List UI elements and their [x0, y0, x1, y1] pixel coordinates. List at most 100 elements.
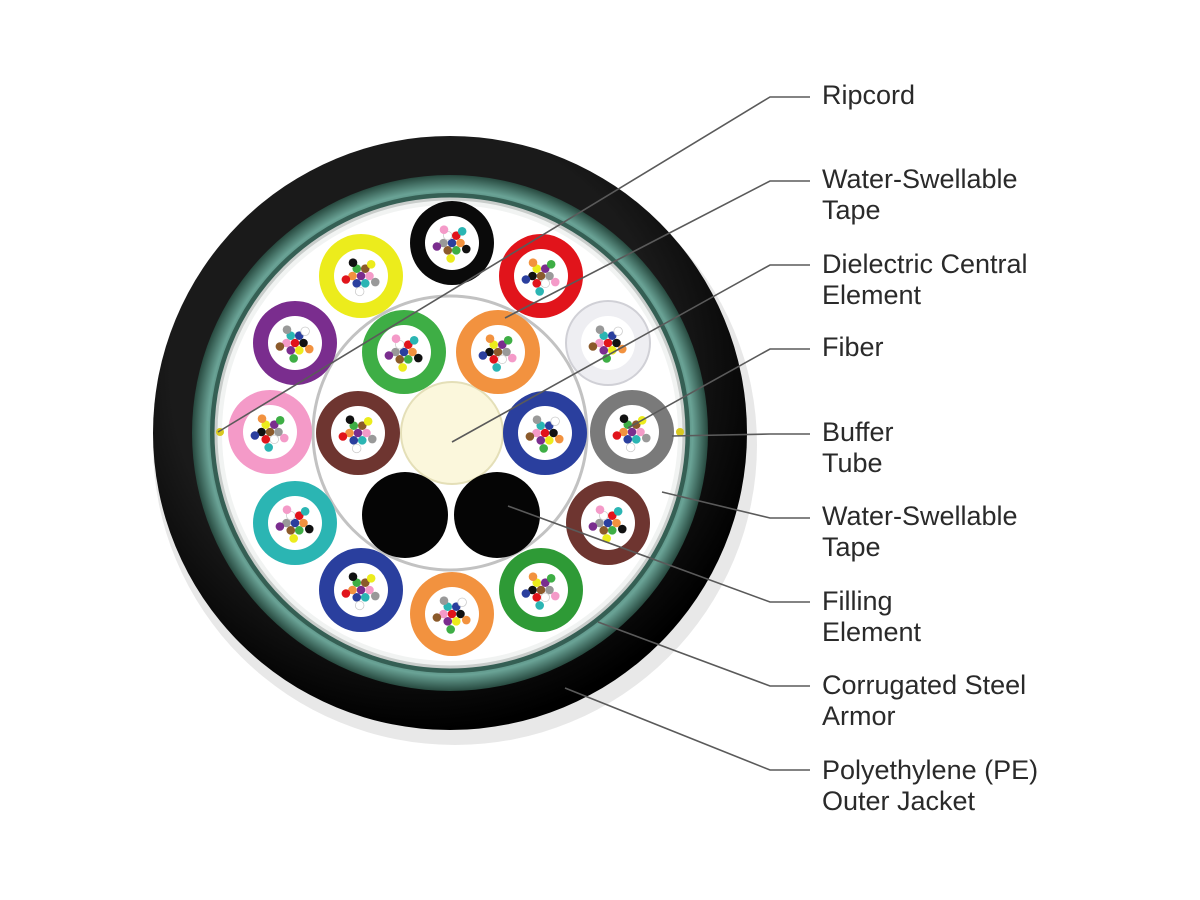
fiber	[366, 573, 376, 583]
fiber	[489, 355, 499, 364]
fiber	[290, 338, 300, 348]
label-line: Buffer	[822, 417, 894, 447]
fiber	[485, 334, 495, 344]
outer-buffer-tube-9	[228, 390, 312, 474]
fiber	[636, 427, 645, 437]
fiber	[354, 286, 365, 297]
fiber	[354, 600, 365, 611]
fiber	[439, 609, 448, 619]
fiber	[391, 347, 400, 357]
fiber	[536, 436, 546, 445]
fiber	[550, 277, 560, 287]
fiber	[345, 415, 355, 425]
filling-element-right	[454, 472, 540, 558]
leader-line-pe-outer-jacket	[564, 687, 810, 771]
fiber	[360, 279, 370, 288]
fiber	[617, 524, 627, 534]
fiber	[550, 416, 560, 426]
label-line: Water-Swellable	[822, 164, 1018, 194]
fiber	[341, 589, 351, 598]
fiber	[304, 344, 314, 354]
fiber	[366, 259, 376, 269]
fiber	[265, 427, 275, 437]
fiber	[365, 271, 374, 281]
fiber	[447, 238, 457, 248]
fiber	[549, 428, 558, 438]
fiber	[540, 264, 550, 273]
ripcord-right	[676, 428, 684, 436]
fiber	[595, 325, 605, 335]
fiber	[279, 433, 289, 443]
fiber	[595, 505, 605, 515]
fiber	[357, 436, 367, 445]
fiber	[338, 432, 348, 441]
fiber	[603, 338, 613, 348]
fiber	[395, 355, 405, 364]
fiber	[341, 275, 351, 284]
fiber	[443, 246, 453, 255]
fiber	[546, 259, 556, 269]
fiber	[356, 585, 366, 595]
fiber	[532, 428, 541, 438]
inner-buffer-tube-1	[456, 310, 540, 394]
fiber	[351, 443, 362, 454]
fiber	[503, 335, 513, 345]
label-line: Water-Swellable	[822, 501, 1018, 531]
fiber	[619, 427, 628, 437]
fiber	[550, 591, 560, 601]
inner-buffer-tube-3	[316, 391, 400, 475]
fiber	[408, 347, 417, 357]
fiber	[352, 593, 362, 602]
label-line: Tape	[822, 195, 881, 225]
fiber	[446, 254, 455, 263]
fiber	[540, 428, 550, 438]
fiber	[274, 427, 283, 437]
label-line: Tube	[822, 448, 883, 478]
label-line: Filling	[822, 586, 893, 616]
fiber	[403, 355, 413, 364]
fiber	[289, 354, 298, 363]
fiber	[631, 435, 641, 444]
fiber	[545, 585, 554, 595]
fiber	[286, 526, 296, 535]
fiber	[356, 271, 366, 281]
fiber	[299, 338, 308, 348]
fiber	[588, 522, 598, 531]
fiber	[599, 526, 609, 535]
fiber	[545, 271, 554, 281]
fiber	[599, 346, 609, 355]
fiber	[370, 277, 380, 287]
fiber	[493, 347, 503, 357]
fiber	[349, 436, 359, 445]
fiber	[536, 271, 546, 281]
fiber	[528, 572, 538, 582]
fiber	[485, 347, 494, 357]
fiber	[363, 416, 373, 426]
fiber	[612, 518, 621, 528]
fiber	[535, 601, 544, 610]
outer-buffer-tube-0	[410, 201, 494, 285]
buffer-tubes	[228, 201, 674, 656]
fiber	[595, 338, 604, 348]
fiber	[595, 518, 604, 528]
fiber	[457, 597, 467, 607]
fiber	[456, 609, 465, 619]
fiber	[275, 522, 285, 531]
leader-line-corrugated-steel-armor	[597, 621, 810, 687]
fiber	[540, 578, 550, 587]
fiber	[451, 231, 461, 240]
fiber	[457, 226, 467, 236]
leader-line-fiber	[627, 348, 810, 429]
outer-buffer-tube-10	[253, 301, 337, 385]
fiber	[367, 434, 377, 444]
label-line: Fiber	[822, 332, 884, 362]
fiber	[532, 593, 542, 602]
fiber	[528, 585, 537, 595]
fiber	[269, 420, 279, 429]
fiber	[261, 435, 271, 444]
fiber	[403, 340, 413, 349]
